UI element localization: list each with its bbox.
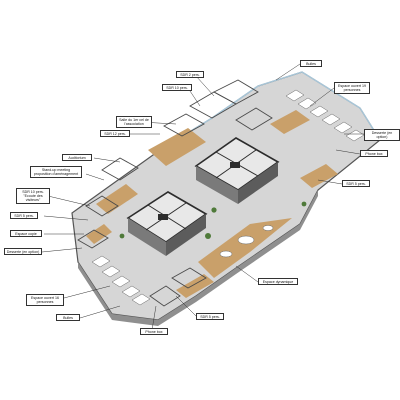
callout-sdr10-ecoute: SDR 10 pers. "Ecoute des visiteurs": [16, 188, 50, 204]
callout-sdr5-right: SDR 5 pers.: [342, 180, 370, 188]
open-space-desks-bottom: [91, 255, 151, 306]
wood-zone-right: [300, 164, 338, 188]
building-facade: [78, 190, 318, 326]
callout-espace-dynamique: Espace dynamique: [258, 278, 298, 286]
callout-sdr2-top: SDR 2 pers.: [176, 71, 204, 79]
callout-bulles-bottom: Bulles: [56, 314, 80, 322]
callout-phone-box-bottom: Phone box: [140, 328, 168, 336]
core-left: [126, 191, 208, 256]
meeting-rooms-left: [77, 157, 139, 249]
core-right: [194, 137, 280, 204]
callout-espace-copie: Espace copie: [10, 230, 42, 238]
wood-zone-bottom: [176, 274, 214, 298]
wood-zone-auditorium: [148, 128, 206, 166]
open-space-desks-top: [285, 89, 365, 142]
callout-sdr5-left: SDR 5 pers.: [10, 212, 38, 220]
callout-phone-box-top: Phone box: [360, 150, 388, 158]
meeting-rooms-bottom: [149, 267, 207, 307]
meeting-rooms-top: [163, 79, 273, 137]
plants: [119, 201, 307, 239]
callout-standup: Stand-up meeting proposition d'aménageme…: [30, 166, 82, 178]
callout-sdr5-bottom: SDR 5 pers.: [196, 313, 224, 321]
callout-sdr10-top: SDR 10 pers.: [162, 84, 192, 92]
callout-leader-lines: [41, 63, 364, 331]
callout-espace-ouvert-16: Espace ouvert 16 personnes: [26, 294, 64, 306]
callout-sdr12: SDR 12 pers.: [100, 130, 130, 138]
callout-auditorium: Auditorium: [62, 154, 92, 162]
callout-desserte-left: Desserte (en option): [4, 248, 42, 256]
wood-zone-left-lower: [86, 224, 112, 244]
wood-zone-top: [270, 110, 310, 134]
callout-bulles-top: Bulles: [300, 60, 322, 68]
callout-desserte-top: Desserte (en option): [364, 129, 400, 141]
wood-zone-dynamic: [198, 218, 292, 278]
wood-zone-left: [96, 184, 138, 214]
dynamic-space-furniture: [219, 225, 274, 258]
callout-salle-1er-cercle: Salle du 1er cel de l'association: [116, 116, 152, 128]
callout-espace-ouvert-19: Espace ouvert 19 personnes: [334, 82, 370, 94]
